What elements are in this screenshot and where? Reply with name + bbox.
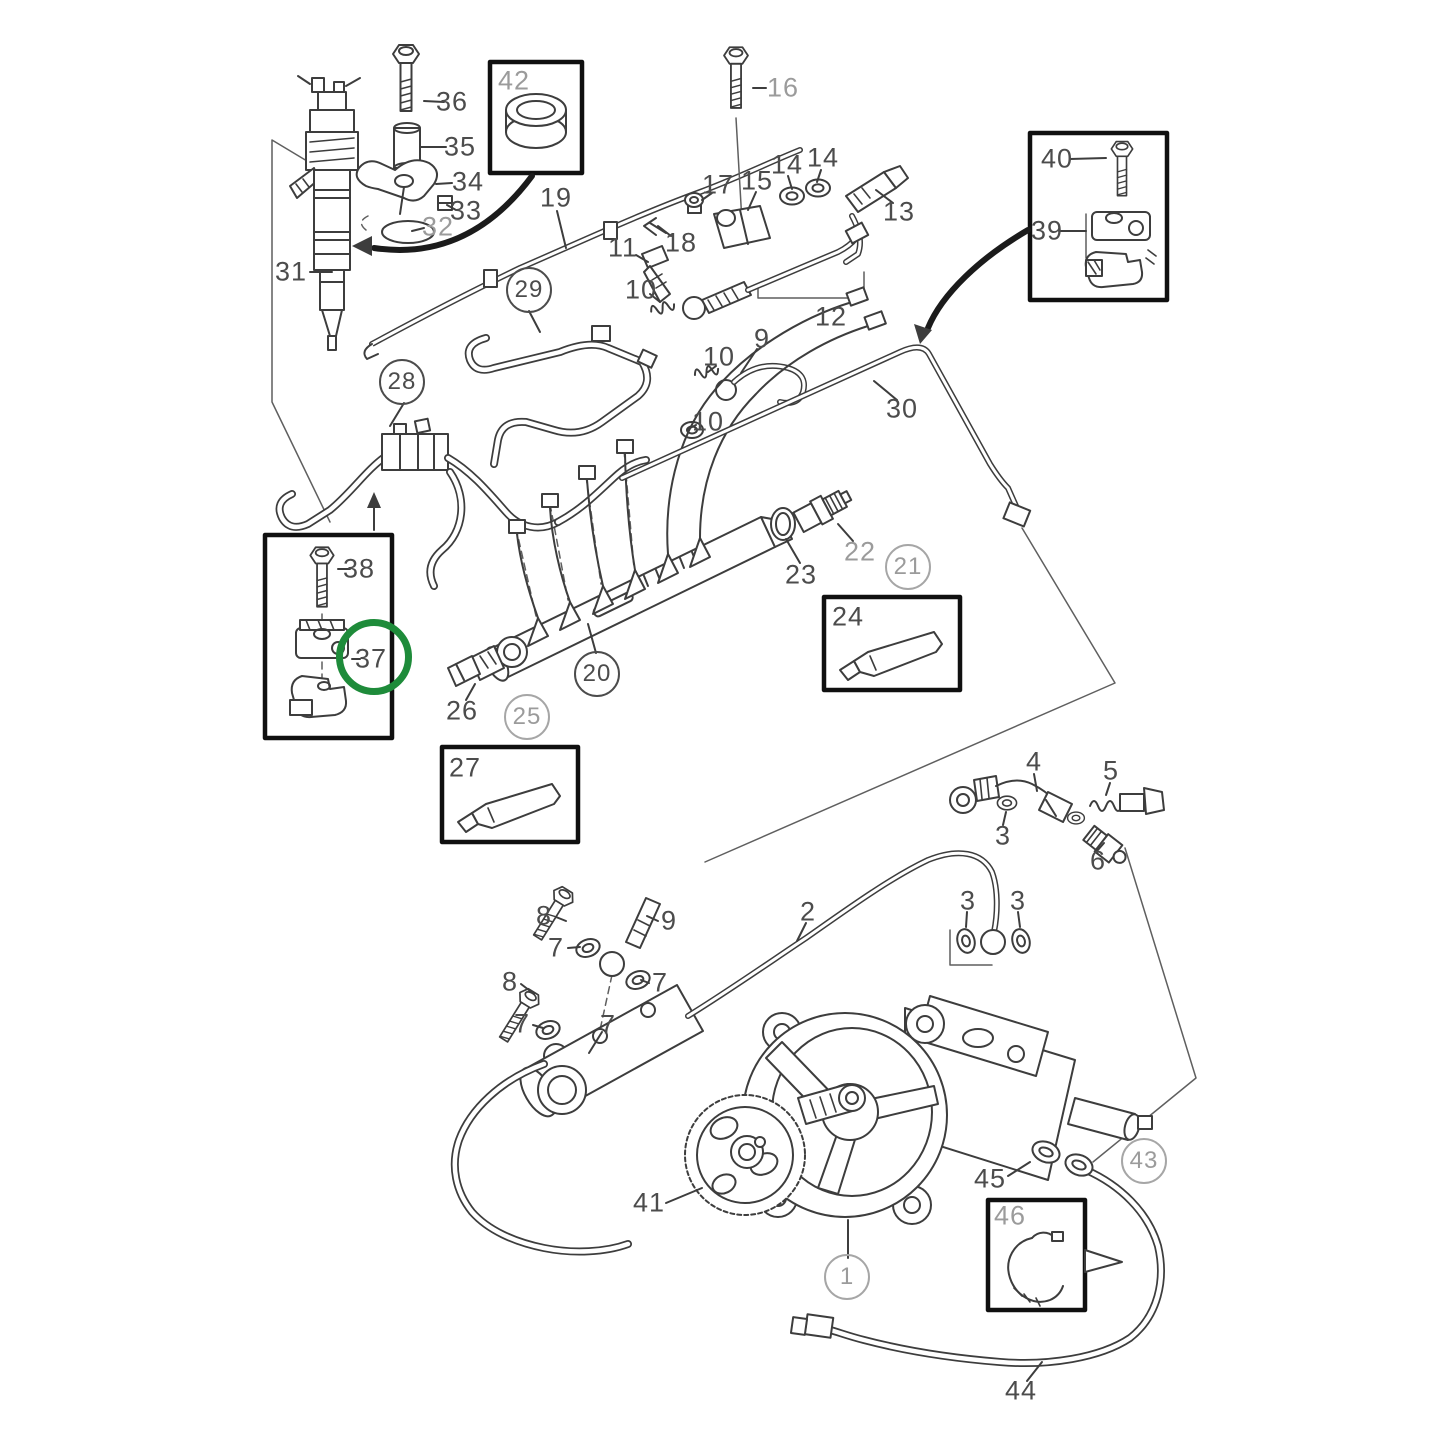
callout-30: 30 xyxy=(885,393,919,424)
callout-3: 3 xyxy=(959,885,977,916)
arrow-42-to-injector xyxy=(352,173,535,256)
callout-3: 3 xyxy=(994,820,1012,851)
suction-hose-44 xyxy=(789,1140,1165,1367)
callout-23: 23 xyxy=(784,559,818,590)
callout-12: 12 xyxy=(814,301,848,332)
pump-pipes-group xyxy=(685,775,1165,1019)
callout-10: 10 xyxy=(624,274,658,305)
callout-40: 40 xyxy=(1040,143,1074,174)
callout-21: 21 xyxy=(885,544,931,590)
callout-44: 44 xyxy=(1004,1375,1038,1406)
leakoff-pipes-28 xyxy=(275,417,650,590)
green-highlight-circle-37 xyxy=(336,619,412,695)
callout-8: 8 xyxy=(501,966,519,997)
injector-hardware xyxy=(355,44,453,244)
callout-45: 45 xyxy=(973,1163,1007,1194)
fuel-return-line xyxy=(363,147,803,360)
feed-pipe-30 xyxy=(619,344,1032,528)
callout-7: 7 xyxy=(513,1008,531,1039)
callout-10: 10 xyxy=(691,406,725,437)
callout-5: 5 xyxy=(1102,755,1120,786)
callout-43: 43 xyxy=(1121,1138,1167,1184)
callout-16: 16 xyxy=(766,72,800,103)
callout-20: 20 xyxy=(574,651,620,697)
callout-29: 29 xyxy=(506,267,552,313)
hose-9-group xyxy=(680,362,807,439)
callout-11: 11 xyxy=(607,232,639,263)
callout-7: 7 xyxy=(599,1009,617,1040)
callout-2: 2 xyxy=(799,896,817,927)
callout-3: 3 xyxy=(1009,885,1027,916)
callout-28: 28 xyxy=(379,359,425,405)
pipe-assembly-12 xyxy=(682,221,870,320)
banjo-bolt-16 xyxy=(723,46,749,223)
callout-34: 34 xyxy=(451,166,485,197)
callout-46: 46 xyxy=(993,1200,1027,1231)
return-harness-29 xyxy=(464,325,658,468)
callout-27: 27 xyxy=(448,752,482,783)
inset-box-42-seal xyxy=(487,59,585,176)
inset-box-46-clip xyxy=(985,1197,1123,1313)
inset-box-27-sealant xyxy=(439,744,581,845)
callout-42: 42 xyxy=(497,65,531,96)
callout-18: 18 xyxy=(664,227,698,258)
callout-25: 25 xyxy=(504,694,550,740)
arrow-39-to-pipe-30 xyxy=(914,227,1031,344)
callout-26: 26 xyxy=(445,695,479,726)
callout-22: 22 xyxy=(843,536,877,567)
callout-4: 4 xyxy=(1025,746,1043,777)
callout-14: 14 xyxy=(770,149,804,180)
callout-32: 32 xyxy=(421,211,455,242)
callout-13: 13 xyxy=(882,196,916,227)
fuel-injector xyxy=(289,75,361,351)
label-leaders xyxy=(309,87,1111,1382)
callout-35: 35 xyxy=(443,131,477,162)
callout-38: 38 xyxy=(342,553,376,584)
cooler-unit-group xyxy=(450,883,704,1256)
callout-10: 10 xyxy=(702,341,736,372)
rail-ports-and-pipes xyxy=(508,286,887,647)
callout-39: 39 xyxy=(1030,215,1064,246)
callout-15: 15 xyxy=(740,165,774,196)
callout-8: 8 xyxy=(535,900,553,931)
callout-14: 14 xyxy=(806,142,840,173)
callout-41: 41 xyxy=(632,1187,666,1218)
inset-box-39-40-clamp xyxy=(1027,130,1170,303)
callout-7: 7 xyxy=(651,967,669,998)
callout-24: 24 xyxy=(831,601,865,632)
callout-33: 33 xyxy=(449,195,483,226)
pump-gear-41 xyxy=(684,1094,806,1216)
callout-7: 7 xyxy=(547,932,565,963)
callout-6: 6 xyxy=(1089,845,1107,876)
rail-pressure-sensor-26 xyxy=(447,645,505,687)
callout-9: 9 xyxy=(753,323,771,354)
callout-9: 9 xyxy=(660,905,678,936)
callout-1: 1 xyxy=(824,1254,870,1300)
callout-31: 31 xyxy=(274,256,308,287)
callout-17: 17 xyxy=(701,169,735,200)
inset-box-24-sealant xyxy=(821,594,963,693)
oring-23-valve-22 xyxy=(770,489,853,541)
callout-19: 19 xyxy=(539,182,573,213)
callout-36: 36 xyxy=(435,86,469,117)
